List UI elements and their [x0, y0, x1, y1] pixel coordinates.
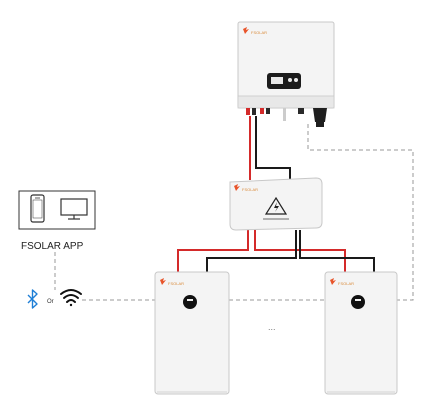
inverter-button-1: [288, 78, 292, 82]
combiner-brand-text: FSOLAR: [242, 187, 258, 192]
comm-line-inverter-battery: [307, 124, 414, 301]
battery-module-1: FSOLAR: [154, 271, 230, 395]
monitor-icon: [60, 198, 88, 220]
fsolar-logo-mark: [234, 184, 240, 191]
battery-1-display: [183, 295, 197, 309]
battery-2-body: [324, 271, 398, 395]
positive-cable-bus: [177, 230, 249, 272]
high-voltage-warning-icon: [264, 196, 288, 215]
inverter-brand-text: FSOLAR: [251, 30, 267, 35]
combiner-box: FSOLAR: [229, 177, 323, 231]
battery-1-body: [154, 271, 230, 395]
battery-1-brand-text: FSOLAR: [168, 281, 184, 286]
comm-lines: [54, 124, 414, 301]
inverter-button-2: [294, 78, 298, 82]
connector-comm: [283, 108, 286, 121]
inverter-bottom-panel: [237, 95, 335, 109]
inverter-screen: [271, 77, 283, 84]
app-box-frame: [18, 190, 96, 230]
dc-cables-lower: [177, 230, 375, 272]
negative-cable-battery-2: [299, 230, 375, 272]
battery-module-2: FSOLAR: [324, 271, 398, 395]
battery-2-display-text: [355, 299, 361, 301]
inverter: FSOLAR: [237, 21, 335, 127]
app-label: FSOLAR APP: [21, 241, 84, 252]
fsolar-logo-mark: [330, 278, 336, 285]
bluetooth-icon: [27, 289, 38, 309]
more-batteries-ellipsis: ...: [268, 322, 276, 332]
battery-1-display-text: [187, 299, 193, 301]
connector-bat-2: [266, 108, 270, 114]
connector-bat-1: [260, 108, 264, 114]
battery-2-brand-text: FSOLAR: [338, 281, 354, 286]
app-device-box: [18, 190, 96, 230]
fsolar-logo-mark: [160, 278, 166, 285]
combiner-label-strip: [263, 218, 289, 220]
negative-cable-inverter: [255, 116, 291, 180]
wifi-icon: [60, 289, 82, 307]
inverter-logo: FSOLAR: [243, 27, 267, 35]
connector-pv-2: [252, 108, 256, 115]
fsolar-logo-mark: [243, 27, 249, 34]
negative-cable-battery-1: [206, 230, 297, 272]
connector-pv-1: [246, 108, 250, 115]
battery-2-display: [351, 295, 365, 309]
phone-icon: [30, 194, 45, 223]
connector-ac: [298, 108, 304, 114]
dc-cables-upper: [249, 116, 291, 180]
connector-ac-gland: [313, 108, 327, 122]
connector-ac-cap: [316, 122, 324, 127]
or-text: Or: [47, 299, 54, 305]
